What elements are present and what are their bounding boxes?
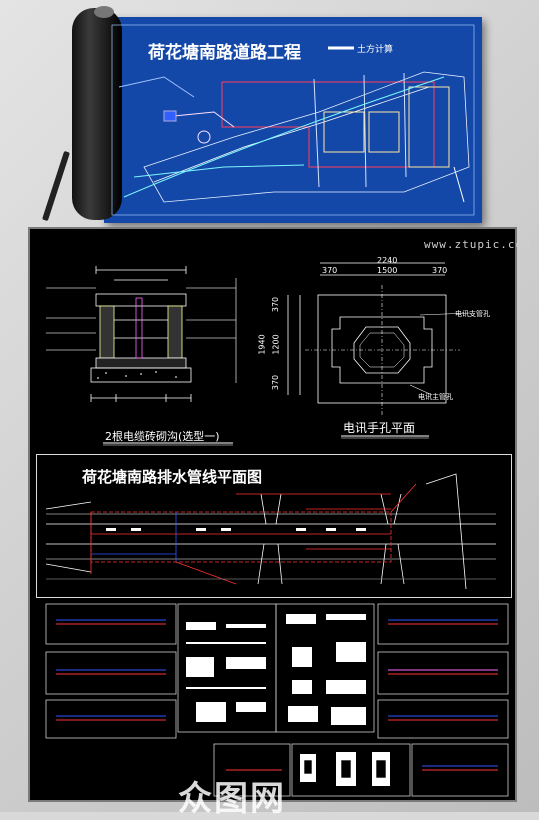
hand-hole-dim-top-total: 2240 (377, 256, 398, 265)
hand-hole-label-pipe-b: 电讯主管孔 (418, 393, 453, 401)
watermark-text: www.ztupic.com (424, 238, 531, 251)
hand-hole-caption-underline (341, 435, 429, 439)
paper-roll-cap (94, 6, 114, 18)
cable-trench-caption: 2根电缆砖砌沟(选型一) (105, 430, 220, 443)
cable-trench-caption-underline (103, 442, 233, 446)
sheet-thumbnails (45, 603, 509, 797)
banner-road-drawing (111, 24, 475, 216)
drain-plan-frame (36, 454, 512, 598)
hand-hole-dim-top-mid: 1500 (377, 266, 398, 275)
brand-logo: 众图网 (178, 779, 286, 819)
hand-hole-caption: 电讯手孔平面 (343, 421, 416, 435)
banner-note: 土方计算 (357, 45, 394, 55)
hand-hole-dim-top-left: 370 (322, 266, 338, 275)
drain-plan-title: 荷花塘南路排水管线平面图 (82, 468, 263, 486)
hand-hole-dim-side-total: 1940 (257, 334, 267, 355)
hand-hole-dim-top-right: 370 (432, 266, 448, 275)
hand-hole-plan (287, 262, 471, 415)
hand-hole-label-pipe-a: 电讯支管孔 (455, 310, 490, 318)
paper-roll (72, 8, 122, 220)
drain-plan-drawing (45, 473, 496, 590)
banner-title: 荷花塘南路道路工程 (148, 43, 301, 63)
cable-trench-section (46, 266, 237, 402)
